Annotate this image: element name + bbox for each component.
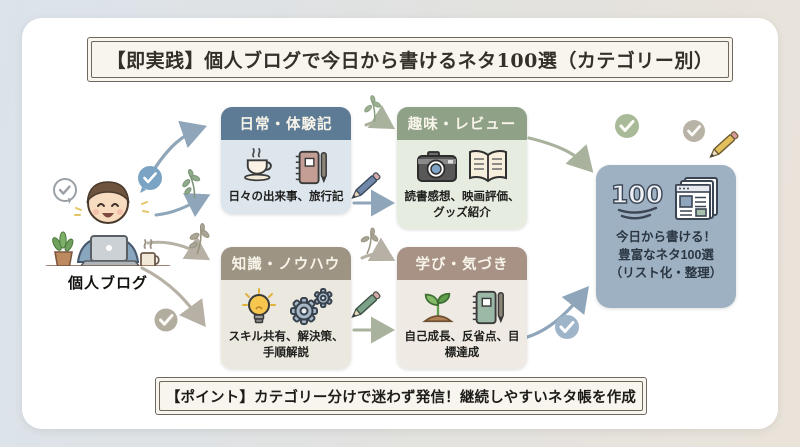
result-card: 100 今日から書ける！ 豊富なネタ100選 （リスト化・整理） — [596, 165, 736, 308]
notebook-pen-icon — [295, 150, 327, 185]
category-description: 読書感想、映画評価、グッズ紹介 — [404, 191, 520, 219]
sparkle-icon — [74, 201, 149, 216]
plant-icon — [52, 231, 74, 267]
open-book-icon — [468, 150, 507, 183]
title-banner: 【即実践】個人ブログで今日から書けるネタ100選（カテゴリー別） — [87, 37, 733, 82]
category-header: 趣味・レビュー — [397, 107, 527, 140]
category-header: 学び・気づき — [397, 247, 527, 280]
category-description: スキル共有、解決策、手順解説 — [228, 331, 344, 359]
sprout-icon — [421, 292, 454, 323]
gears-icon — [289, 288, 333, 325]
number-100-icon: 100 — [610, 179, 664, 220]
category-card-daily: 日常・体験記 日々の出来事、旅行記 — [221, 107, 351, 214]
notebook-pen-icon — [472, 290, 504, 325]
camera-icon — [416, 151, 457, 182]
category-description: 日々の出来事、旅行記 — [228, 191, 344, 203]
category-header: 知識・ノウハウ — [221, 247, 351, 280]
result-line-1: 今日から書ける！ — [615, 230, 716, 244]
lightbulb-icon — [241, 288, 276, 324]
blogger-illustration — [43, 166, 173, 274]
speech-bubble-check-left-icon — [53, 178, 77, 204]
footer-point-text: 【ポイント】カテゴリー分けで迷わず発信！継続しやすいネタ帳を作成 — [165, 389, 637, 406]
coffee-mug-icon — [140, 239, 160, 268]
page-title: 【即実践】個人ブログで今日から書けるネタ100選（カテゴリー別） — [106, 50, 714, 72]
category-card-learning: 学び・気づき 自己成長、反省点、目標達成 — [397, 247, 527, 370]
source-label: 個人ブログ — [67, 275, 148, 292]
category-description: 自己成長、反省点、目標達成 — [404, 331, 520, 359]
speech-bubble-check-right-icon — [138, 166, 162, 193]
newspaper-stack-icon — [675, 177, 718, 220]
category-card-knowledge: 知識・ノウハウ — [221, 247, 351, 370]
source-block: 個人ブログ — [40, 156, 176, 293]
footer-banner: 【ポイント】カテゴリー分けで迷わず発信！継続しやすいネタ帳を作成 — [155, 377, 647, 415]
coffee-cup-icon — [243, 148, 272, 182]
result-line-2: 豊富なネタ100選 — [618, 248, 714, 263]
result-line-3: （リスト化・整理） — [609, 266, 723, 281]
svg-text:100: 100 — [611, 180, 663, 209]
category-header: 日常・体験記 — [221, 107, 351, 140]
category-card-hobby: 趣味・レビュー 読書感想、映画評価、グッズ紹介 — [397, 107, 527, 230]
